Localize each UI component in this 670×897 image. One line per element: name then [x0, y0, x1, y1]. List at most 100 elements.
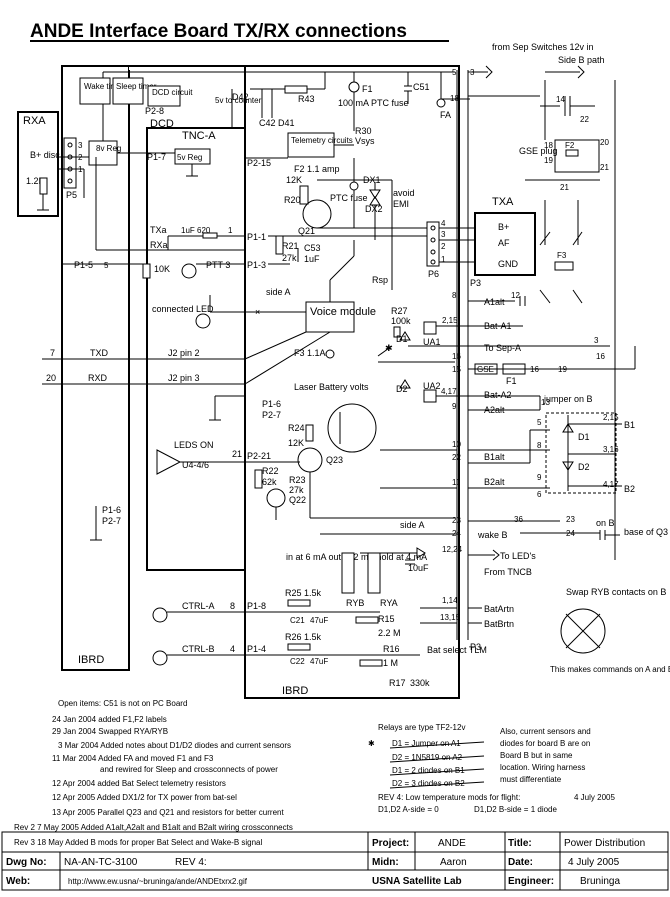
- avoid-label: avoid: [393, 188, 415, 198]
- sleep-timer-block: [112, 77, 144, 105]
- svg-text:21: 21: [560, 183, 569, 192]
- c53-label: C53: [304, 243, 321, 253]
- svg-text:23: 23: [452, 516, 461, 525]
- note-rev4-a: D1,D2 A-side = 0: [378, 805, 439, 814]
- txa-af-label: AF: [498, 238, 510, 248]
- svg-text:5: 5: [104, 261, 109, 270]
- u4-label: U4-4/6: [182, 460, 209, 470]
- wake-timer-block: [79, 77, 111, 105]
- revision-line: 13 Apr 2005 Parallel Q23 and Q21 and res…: [52, 808, 284, 817]
- svg-text:1,14: 1,14: [442, 596, 458, 605]
- makes-identical-label: This makes commands on A and B identical: [550, 665, 670, 674]
- ryb-label: RYB: [346, 598, 364, 608]
- svg-text:22: 22: [452, 453, 461, 462]
- emi-label: EMI: [393, 199, 409, 209]
- p1-3-label: P1-3: [247, 260, 266, 270]
- svg-text:✱: ✱: [368, 739, 375, 748]
- web-value: http://www.ew.usna/~bruninga/ande/ANDEtx…: [68, 877, 248, 886]
- r15-label: R15: [378, 614, 395, 624]
- gse-plug-label: GSE plug: [519, 146, 558, 156]
- note-relay-d2: D2 = 1N5819 on A2: [392, 753, 463, 762]
- tnc-a-label: TNC-A: [182, 130, 216, 142]
- f1-fuse: [348, 81, 360, 93]
- svg-text:16: 16: [596, 352, 605, 361]
- k62-label: 62k: [262, 477, 277, 487]
- svg-text:4,17: 4,17: [441, 387, 457, 396]
- p2-15-label: P2-15: [247, 158, 271, 168]
- board-b-jumper-area: [545, 412, 617, 494]
- txa-gnd-label: GND: [498, 259, 519, 269]
- note-relay-d1-b1: D1 = 2 diodes on B1: [392, 766, 465, 775]
- m22-label: 2.2 M: [378, 628, 401, 638]
- ptt3-label: PTT 3: [206, 260, 230, 270]
- relay-rya: [367, 552, 381, 594]
- svg-text:19: 19: [544, 156, 553, 165]
- title-value: Power Distribution: [564, 838, 645, 849]
- k100-label: 100k: [391, 316, 411, 326]
- q21-transistor: [302, 199, 332, 229]
- swap-ryb-label: Swap RYB contacts on B: [566, 587, 666, 597]
- bat-brtn-label: BatBrtn: [484, 619, 514, 629]
- revision-line: 11 Mar 2004 Added FA and moved F1 and F3: [52, 754, 214, 763]
- svg-text:8: 8: [452, 291, 457, 300]
- revision-line: 24 Jan 2004 added F1,F2 labels: [52, 715, 167, 724]
- from-tncb-label: From TNCB: [484, 567, 532, 577]
- telemetry-block: [287, 132, 335, 158]
- q23-label: Q23: [326, 455, 343, 465]
- svg-text:3: 3: [594, 336, 599, 345]
- svg-text:11: 11: [452, 478, 461, 487]
- svg-text:16: 16: [452, 352, 461, 361]
- q22-transistor: [266, 488, 286, 508]
- b1-label: B1: [624, 420, 635, 430]
- k15-label: 1.5k: [304, 588, 322, 598]
- j2-pin2-label: J2 pin 2: [168, 348, 200, 358]
- midn-label: Midn:: [372, 857, 399, 868]
- sleep-timer-label: Sleep timer: [116, 82, 157, 91]
- f1-label: F1: [362, 84, 373, 94]
- ctrl-b-jack: [152, 650, 168, 666]
- f1b-label: F1: [506, 376, 517, 386]
- svg-text:18: 18: [544, 141, 553, 150]
- revision-line: 12 Apr 2005 Added DX1/2 for TX power fro…: [52, 793, 237, 802]
- svg-text:2,15: 2,15: [603, 413, 619, 422]
- telemetry-label: Telemetry circuits: [291, 136, 353, 145]
- vsys-label: Vsys: [355, 136, 375, 146]
- reg-5v-label: 5v Reg: [177, 153, 202, 162]
- f1-spec-label: 100 mA PTC fuse: [338, 98, 409, 108]
- q-relay-transistor: [327, 403, 377, 453]
- svg-text:9: 9: [537, 473, 542, 482]
- c21-label: C21: [290, 616, 305, 625]
- rsp-label: Rsp: [372, 275, 388, 285]
- svg-text:21: 21: [232, 449, 242, 459]
- project-label: Project:: [372, 838, 409, 849]
- r30-label: R30: [355, 126, 372, 136]
- txd-label: TXD: [90, 348, 109, 358]
- note-also-line: location. Wiring harness: [500, 763, 585, 772]
- c22-label: C22: [290, 657, 305, 666]
- svg-text:12,24: 12,24: [442, 545, 463, 554]
- revision-line: 3 Mar 2004 Added notes about D1/D2 diode…: [58, 741, 291, 750]
- k10-label: 10K: [154, 264, 170, 274]
- rxd-label: RXD: [88, 373, 108, 383]
- f3-label: F3 1.1A: [294, 348, 326, 358]
- b1alt-label: B1alt: [484, 452, 505, 462]
- svg-text:14: 14: [556, 95, 565, 104]
- svg-text:3: 3: [78, 141, 83, 150]
- side-a-label: side A: [266, 287, 291, 297]
- rxa-signal-label: RXa: [150, 240, 168, 250]
- note-relay-d1-jumper: D1 = Jumper on A1: [392, 739, 461, 748]
- d2-label: D2: [396, 384, 408, 394]
- side-a2-label: side A: [400, 520, 425, 530]
- web-label: Web:: [6, 876, 30, 887]
- svg-text:2,15: 2,15: [442, 316, 458, 325]
- connected-led: [195, 313, 211, 329]
- swap-ryb-diagram: [560, 608, 606, 654]
- revision-line: 29 Jan 2004 Swapped RYA/RYB: [52, 727, 168, 736]
- r20-label: R20: [284, 195, 301, 205]
- note-open-items: Open items: C51 is not on PC Board: [58, 699, 187, 708]
- f2b-label: F2: [565, 141, 575, 150]
- voice-module-block: [305, 301, 355, 333]
- p6-label: P6: [428, 269, 439, 279]
- bat-select-label: Bat select TLM: [427, 645, 487, 655]
